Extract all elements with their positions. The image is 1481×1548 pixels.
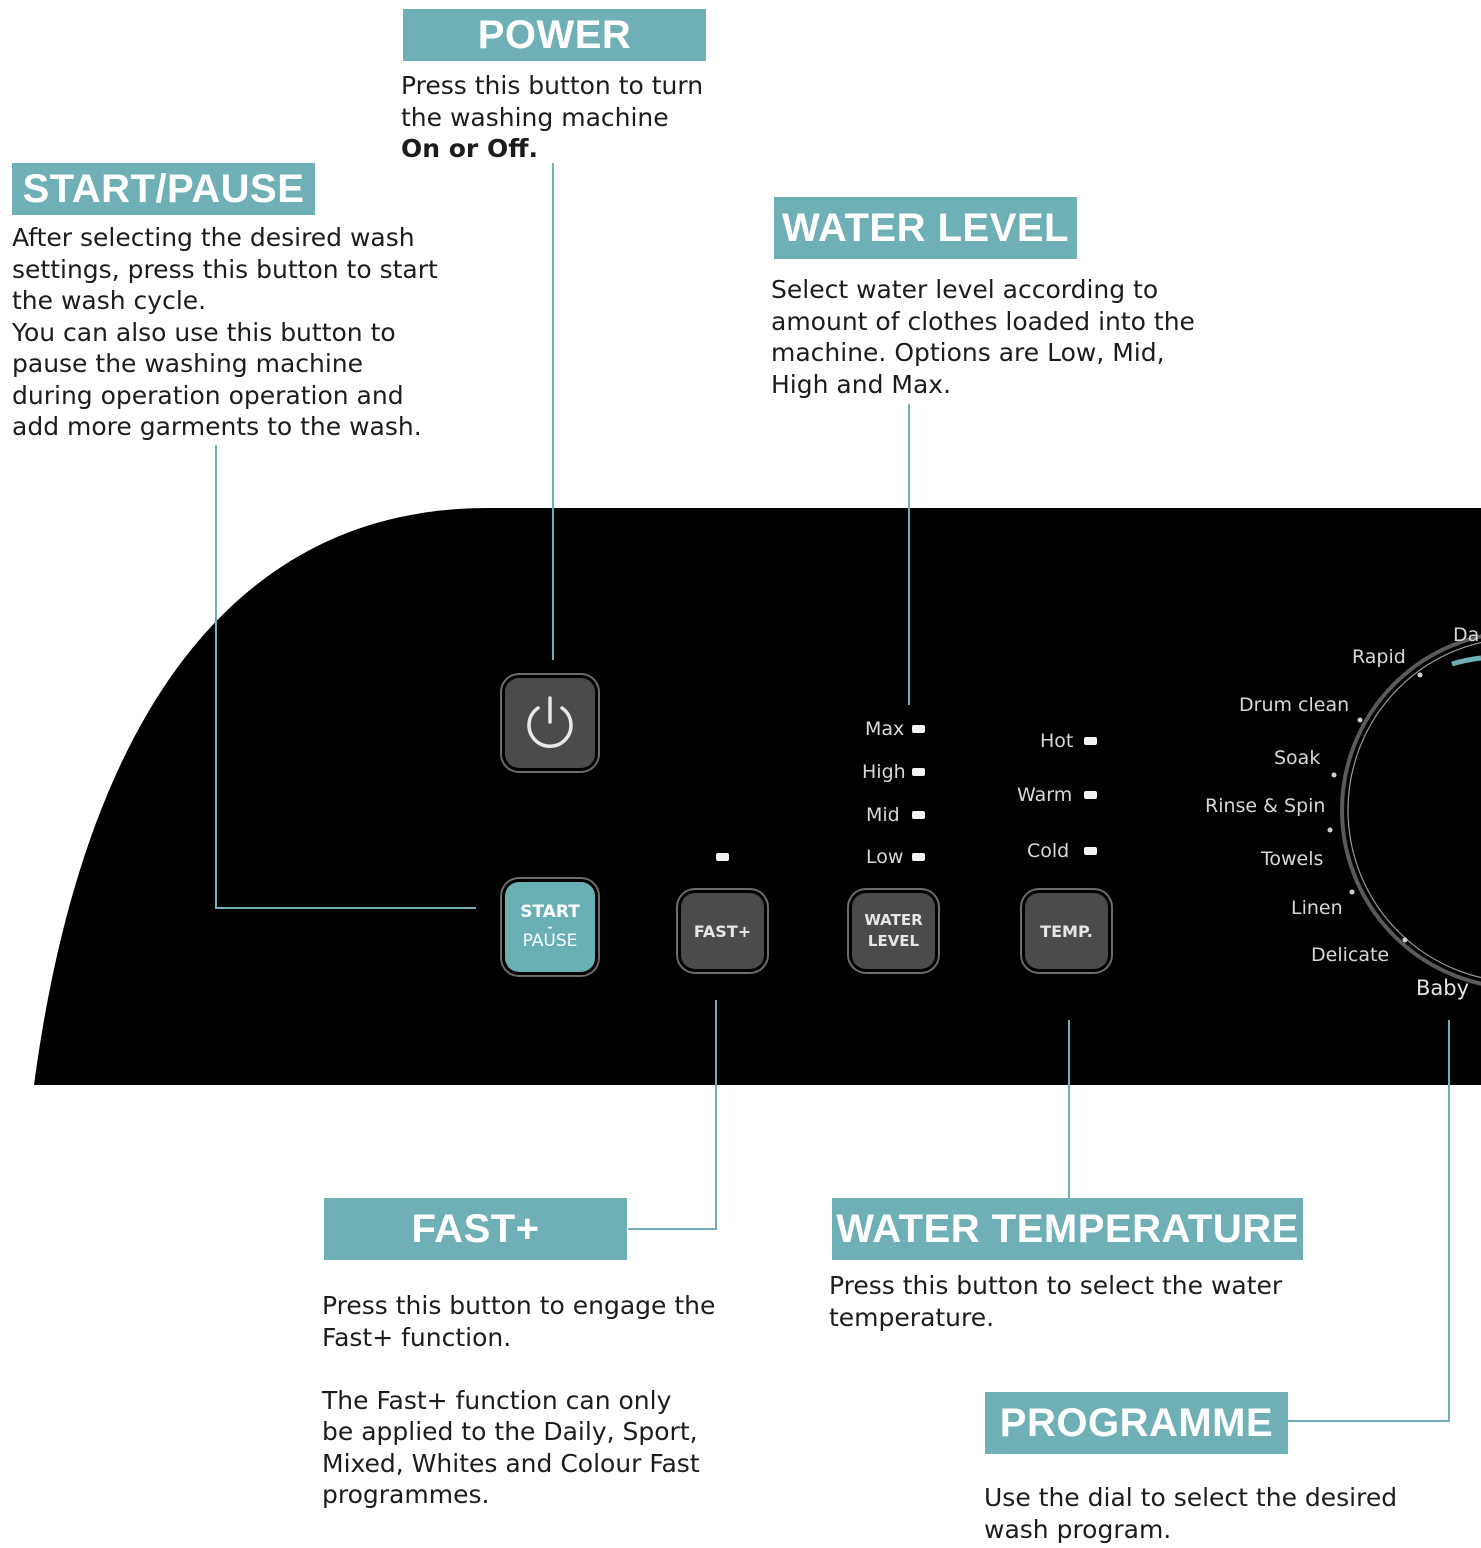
start-pause-line: the wash cycle. [12,286,207,315]
start-pause-description: After selecting the desired wash setting… [12,222,452,443]
level-led-mid [912,811,925,819]
start-pause-line: pause the washing machine [12,349,364,378]
power-description: Press this button to turn the washing ma… [401,70,761,165]
start-pause-header: START/PAUSE [12,163,315,215]
start-pause-line: After selecting the desired wash [12,223,415,252]
start-pause-line: add more garments to the wash. [12,412,422,441]
fast-description: Press this button to engage the Fast+ fu… [322,1290,752,1511]
power-text-line-1: Press this button to turn [401,71,704,100]
temp-label-cold: Cold [1027,840,1070,862]
program-label-drum-clean[interactable]: Drum clean [1239,694,1350,716]
fast-line: be applied to the Daily, Sport, [322,1417,698,1446]
water-temperature-line: Press this button to select the water [829,1271,1283,1300]
level-led-max [912,725,925,733]
temp-button[interactable]: TEMP. [1025,893,1108,969]
water-temperature-description: Press this button to select the water te… [829,1270,1309,1333]
program-label-rinse-spin[interactable]: Rinse & Spin [1205,795,1326,817]
level-label-low: Low [866,846,904,868]
programme-description: Use the dial to select the desired wash … [984,1482,1454,1545]
power-header: POWER [403,9,706,61]
start-pause-separator: - [547,920,553,934]
fast-header: FAST+ [324,1198,627,1260]
programme-line: wash program. [984,1514,1172,1544]
power-button[interactable] [505,678,595,768]
level-label-mid: Mid [866,804,900,826]
fast-button[interactable]: FAST+ [681,893,764,969]
level-led-high [912,768,925,776]
start-pause-line: during operation operation and [12,380,404,410]
program-label-rapid[interactable]: Rapid [1352,646,1406,668]
program-label-daily[interactable]: Da [1453,624,1480,646]
fast-line: Press this button to engage the [322,1291,716,1320]
temp-led-cold [1084,847,1097,855]
power-text-bold: On or Off. [401,134,538,163]
level-led-low [912,853,925,861]
programme-leader-line [1288,1020,1450,1422]
start-pause-leader-line [215,445,476,909]
temp-button-label: TEMP. [1040,921,1093,941]
program-label-soak[interactable]: Soak [1274,747,1321,769]
water-level-line: amount of clothes loaded into the [771,306,1195,336]
water-level-description: Select water level according to amount o… [771,274,1231,400]
power-icon [527,696,573,748]
temp-label-warm: Warm [1017,784,1073,806]
fast-line: Mixed, Whites and Colour Fast [322,1448,700,1478]
start-label: START [520,902,580,922]
temp-label-hot: Hot [1040,730,1074,752]
level-label-high: High [862,761,906,783]
water-level-line: Select water level according to [771,275,1159,304]
fast-led [716,853,729,861]
fast-line: The Fast+ function can only [322,1385,672,1415]
pause-label: PAUSE [522,931,578,951]
level-label-max: Max [865,718,905,740]
temp-led-hot [1084,737,1097,745]
water-level-button-label-top: WATER [864,911,923,929]
water-level-button-label-bottom: LEVEL [867,932,920,950]
water-level-header: WATER LEVEL [774,197,1077,259]
water-level-line: High and Max. [771,369,952,399]
programme-header: PROGRAMME [985,1392,1288,1454]
programme-line: Use the dial to select the desired [984,1483,1398,1512]
temp-led-warm [1084,791,1097,799]
program-label-towels[interactable]: Towels [1261,848,1324,870]
program-label-delicate[interactable]: Delicate [1311,944,1390,966]
fast-leader-line [628,1000,717,1230]
water-temperature-line: temperature. [829,1302,995,1332]
fast-line: programmes. [322,1480,490,1509]
water-level-line: machine. Options are Low, Mid, [771,338,1165,367]
water-level-button[interactable]: WATER LEVEL [852,893,935,969]
start-pause-line: settings, press this button to start [12,254,438,284]
start-pause-line: You can also use this button to [12,317,396,347]
start-pause-button[interactable]: START - PAUSE [505,882,595,972]
program-label-linen[interactable]: Linen [1291,897,1343,919]
power-text-line-2: the washing machine [401,102,669,132]
program-dial[interactable] [1327,632,1481,988]
fast-line: Fast+ function. [322,1322,512,1352]
program-label-baby[interactable]: Baby [1416,976,1470,1000]
water-temperature-header: WATER TEMPERATURE [832,1198,1303,1260]
control-panel-body [34,508,1481,1085]
fast-button-label: FAST+ [693,921,752,941]
